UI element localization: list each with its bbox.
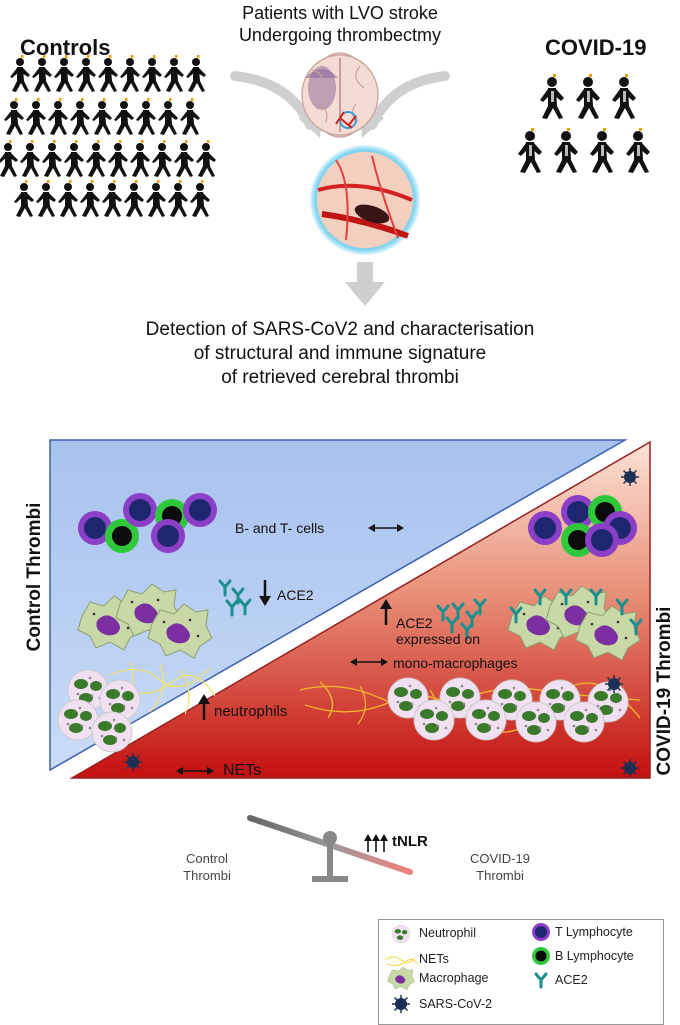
scale-covid-label: COVID-19 Thrombi xyxy=(455,850,545,884)
study-title: Patients with LVO stroke Undergoing thro… xyxy=(200,2,480,46)
ace2-up-text: ACE2 xyxy=(396,615,433,631)
covid-label: COVID-19 xyxy=(545,35,647,60)
scale-control-line1: Control xyxy=(186,851,228,866)
thrombus-vessel-icon xyxy=(310,145,420,255)
legend-nets-icon xyxy=(384,956,418,967)
ace2-up-label: ACE2 expressed on xyxy=(396,615,480,647)
legend-t-lymphocyte-icon xyxy=(532,923,550,941)
legend-ace2-label: ACE2 xyxy=(555,973,588,987)
nets-label: NETs xyxy=(223,762,262,779)
scale-covid-line2: Thrombi xyxy=(476,868,524,883)
detection-line3: of retrieved cerebral thrombi xyxy=(221,367,459,388)
controls-crowd-icon xyxy=(0,55,216,217)
brain-icon xyxy=(301,52,379,138)
mono-macro-label: mono-macrophages xyxy=(393,655,518,671)
control-thrombi-side-label: Control Thrombi xyxy=(24,502,45,652)
covid-crowd-icon xyxy=(518,74,650,173)
thrombi-comparison-panel xyxy=(49,439,651,779)
study-title-line2: Undergoing thrombectmy xyxy=(238,25,442,45)
scale-control-line2: Thrombi xyxy=(183,868,231,883)
detection-line1: Detection of SARS-CoV2 and characterisat… xyxy=(145,319,535,340)
scale-covid-line1: COVID-19 xyxy=(470,851,530,866)
legend-b-lymphocyte-icon xyxy=(532,947,550,965)
legend-sars-icon xyxy=(392,995,410,1013)
legend-neutrophil-label: Neutrophil xyxy=(419,926,476,940)
neutrophils-label: neutrophils xyxy=(214,703,288,720)
legend-ace2-icon xyxy=(534,972,548,989)
tnlr-label: tNLR xyxy=(392,833,428,850)
legend-t-lymphocyte-label: T Lymphocyte xyxy=(555,925,633,939)
detection-text: Detection of SARS-CoV2 and characterisat… xyxy=(110,318,570,390)
tnlr-scale-icon xyxy=(247,815,413,882)
study-title-line1: Patients with LVO stroke xyxy=(242,3,438,23)
legend-sars-label: SARS-CoV-2 xyxy=(419,997,492,1011)
legend-neutrophil-icon xyxy=(391,924,411,944)
legend: Neutrophil NETs Macrophage SARS-CoV-2 T … xyxy=(378,919,664,1025)
top-illustration xyxy=(0,52,650,306)
scale-control-label: Control Thrombi xyxy=(172,850,242,884)
legend-macrophage-label: Macrophage xyxy=(419,971,489,985)
bt-cells-label: B- and T- cells xyxy=(235,520,325,536)
covid-thrombi-side-label: COVID-19 Thrombi xyxy=(654,606,675,776)
legend-nets-label: NETs xyxy=(419,952,449,966)
legend-macrophage-icon xyxy=(387,966,415,991)
ace2-expressed-text: expressed on xyxy=(396,631,481,647)
ace2-down-label: ACE2 xyxy=(277,587,314,603)
legend-b-lymphocyte-label: B Lymphocyte xyxy=(555,949,634,963)
legend-symbols xyxy=(384,923,550,1013)
down-arrow-icon xyxy=(345,262,385,306)
detection-line2: of structural and immune signature xyxy=(193,343,487,364)
